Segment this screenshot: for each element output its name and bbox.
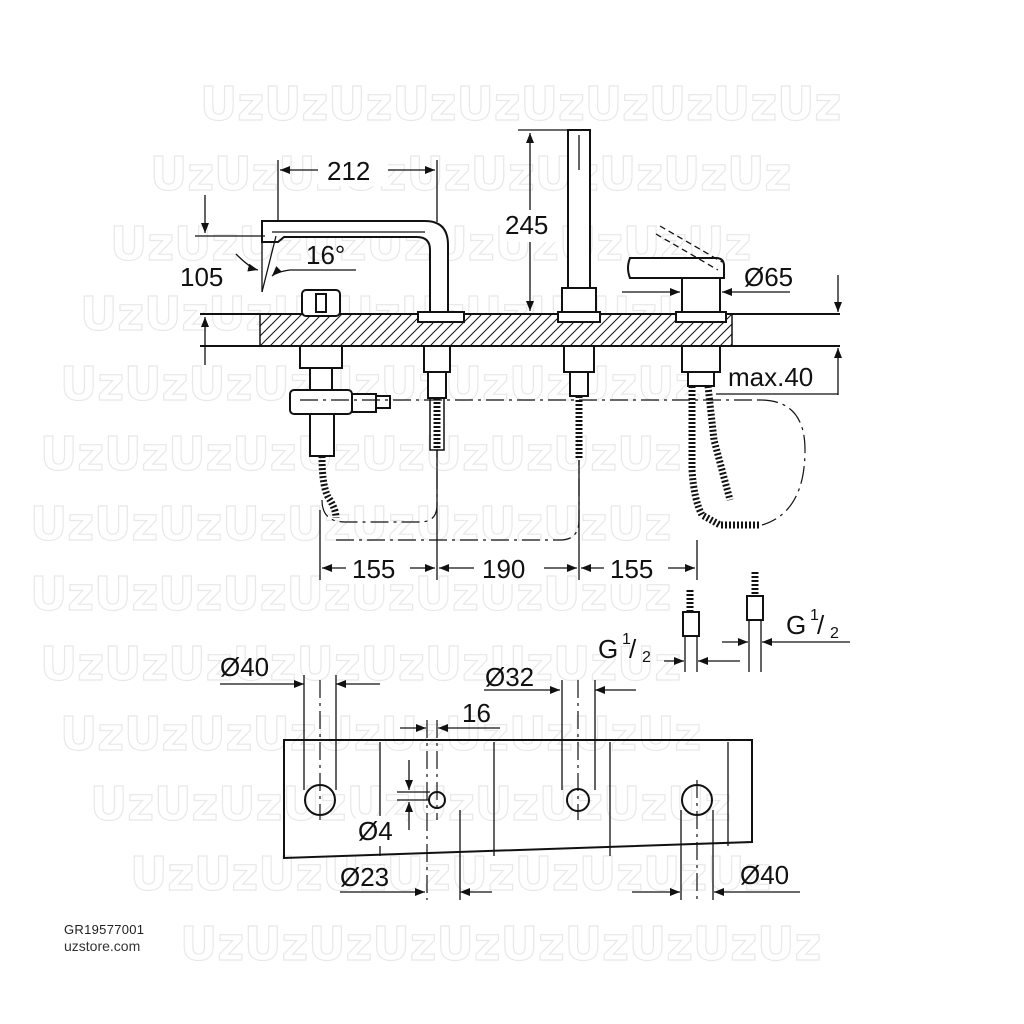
svg-text:max.40: max.40: [728, 362, 813, 392]
svg-text:2: 2: [642, 649, 651, 666]
hatch-line: [319, 314, 353, 346]
svg-text:16: 16: [462, 698, 491, 728]
hatch-line: [719, 333, 732, 346]
dim-thread-left: G 1 / 2: [598, 631, 740, 666]
hatch-line: [509, 314, 543, 346]
hatch-line: [750, 314, 782, 346]
svg-text:/: /: [817, 610, 825, 640]
hatch-line: [489, 314, 523, 346]
svg-text:Ø65: Ø65: [744, 262, 793, 292]
hatch-line: [260, 314, 293, 346]
hatch-line: [609, 314, 643, 346]
hatch-line: [469, 314, 503, 346]
hatch-line: [449, 314, 483, 346]
watermark-pattern: UzUzUzUzUzUzUzUzUzUz UzUzUzUzUzUzUzUzUzU…: [29, 76, 841, 971]
svg-text:212: 212: [327, 156, 370, 186]
hatch-line: [479, 314, 513, 346]
hatch-line: [619, 314, 653, 346]
svg-text:UzUzUzUzUzUzUzUzUzUz: UzUzUzUzUzUzUzUzUzUz: [30, 497, 671, 551]
svg-text:UzUzUzUzUzUzUzUzUzUz: UzUzUzUzUzUzUzUzUzUz: [90, 777, 731, 831]
hatch-line: [369, 314, 403, 346]
hatch-line: [269, 314, 303, 346]
hatch-line: [599, 314, 633, 346]
diverter-valve: [289, 289, 391, 519]
hand-shower: [557, 129, 601, 460]
hatch-line: [499, 314, 533, 346]
hatch-line: [260, 314, 283, 337]
bath-spout: [261, 220, 465, 451]
hatch-line: [389, 314, 423, 346]
hatch-line: [379, 314, 413, 346]
svg-text:Ø23: Ø23: [340, 862, 389, 892]
dim-hole-spacing: 155 190 155: [319, 450, 698, 584]
dim-spout-angle: 16°: [235, 235, 356, 293]
hatch-line: [629, 314, 663, 346]
dim-thread-right: G 1 / 2: [722, 607, 850, 646]
hatch-line: [459, 314, 493, 346]
hatch-line: [299, 314, 333, 346]
dim-hole-bottom-left: Ø23: [340, 810, 492, 900]
deck-section: [200, 313, 840, 347]
hatch-line: [349, 314, 383, 346]
svg-text:G: G: [786, 610, 806, 640]
svg-text:1: 1: [622, 631, 631, 648]
svg-text:190: 190: [482, 554, 525, 584]
hatch-line: [339, 314, 373, 346]
svg-text:16°: 16°: [306, 240, 345, 270]
dim-hole-top-left: Ø40: [220, 652, 380, 790]
hatch-line: [709, 323, 732, 346]
single-lever-mixer: [627, 225, 760, 529]
dim-hole-bottom-right: Ø40: [632, 810, 800, 900]
hatch-line: [639, 314, 673, 346]
svg-text:G: G: [598, 634, 618, 664]
dim-max-deck: max.40: [716, 275, 842, 395]
svg-text:155: 155: [352, 554, 395, 584]
hatch-line: [729, 343, 732, 346]
svg-text:UzUzUzUzUzUzUzUzUzUz: UzUzUzUzUzUzUzUzUzUz: [40, 637, 681, 691]
svg-text:Ø4: Ø4: [358, 816, 393, 846]
connector-right: [746, 572, 764, 672]
hatch-line: [579, 314, 613, 346]
hatch-line: [309, 314, 343, 346]
svg-text:Ø40: Ø40: [220, 652, 269, 682]
svg-text:UzUzUzUzUzUzUzUzUzUz: UzUzUzUzUzUzUzUzUzUz: [150, 147, 791, 201]
svg-text:1: 1: [810, 607, 819, 624]
svg-text:UzUzUzUzUzUzUzUzUzUz: UzUzUzUzUzUzUzUzUzUz: [180, 917, 821, 971]
hatch-line: [359, 314, 393, 346]
svg-text:Ø40: Ø40: [740, 860, 789, 890]
dim-offset-16: 16: [400, 698, 500, 732]
hatch-line: [439, 314, 473, 346]
svg-text:245: 245: [505, 210, 548, 240]
hatch-line: [289, 314, 323, 346]
svg-text:/: /: [629, 634, 637, 664]
deck-plan: [283, 680, 753, 900]
svg-text:UzUzUzUzUzUzUzUzUzUz: UzUzUzUzUzUzUzUzUzUz: [130, 847, 771, 901]
svg-text:105: 105: [180, 262, 223, 292]
svg-text:Ø32: Ø32: [485, 662, 534, 692]
hatch-line: [529, 314, 563, 346]
svg-text:2: 2: [830, 625, 839, 642]
dim-small-hole: Ø4: [356, 760, 430, 846]
svg-text:UzUzUzUzUzUzUzUzUzUz: UzUzUzUzUzUzUzUzUzUz: [40, 427, 681, 481]
hatch-line: [260, 314, 273, 327]
hatch-line: [329, 314, 363, 346]
dim-mixer-diameter: Ø65: [622, 262, 793, 296]
hatch-line: [589, 314, 623, 346]
hatch-line: [519, 314, 553, 346]
dim-handshower-height: 245: [500, 129, 568, 311]
dim-spout-reach: 212: [277, 154, 438, 222]
hatch-line: [740, 314, 772, 346]
dim-spout-height: 105: [176, 195, 265, 365]
svg-text:UzUzUzUzUzUzUzUzUzUz: UzUzUzUzUzUzUzUzUzUz: [200, 77, 841, 131]
store-name: uzstore.com: [64, 938, 141, 954]
dim-hole-top-middle: Ø32: [484, 662, 636, 790]
product-code: GR19577001: [64, 922, 145, 937]
svg-text:155: 155: [610, 554, 653, 584]
hatch-line: [279, 314, 313, 346]
connector-left: [682, 590, 700, 672]
